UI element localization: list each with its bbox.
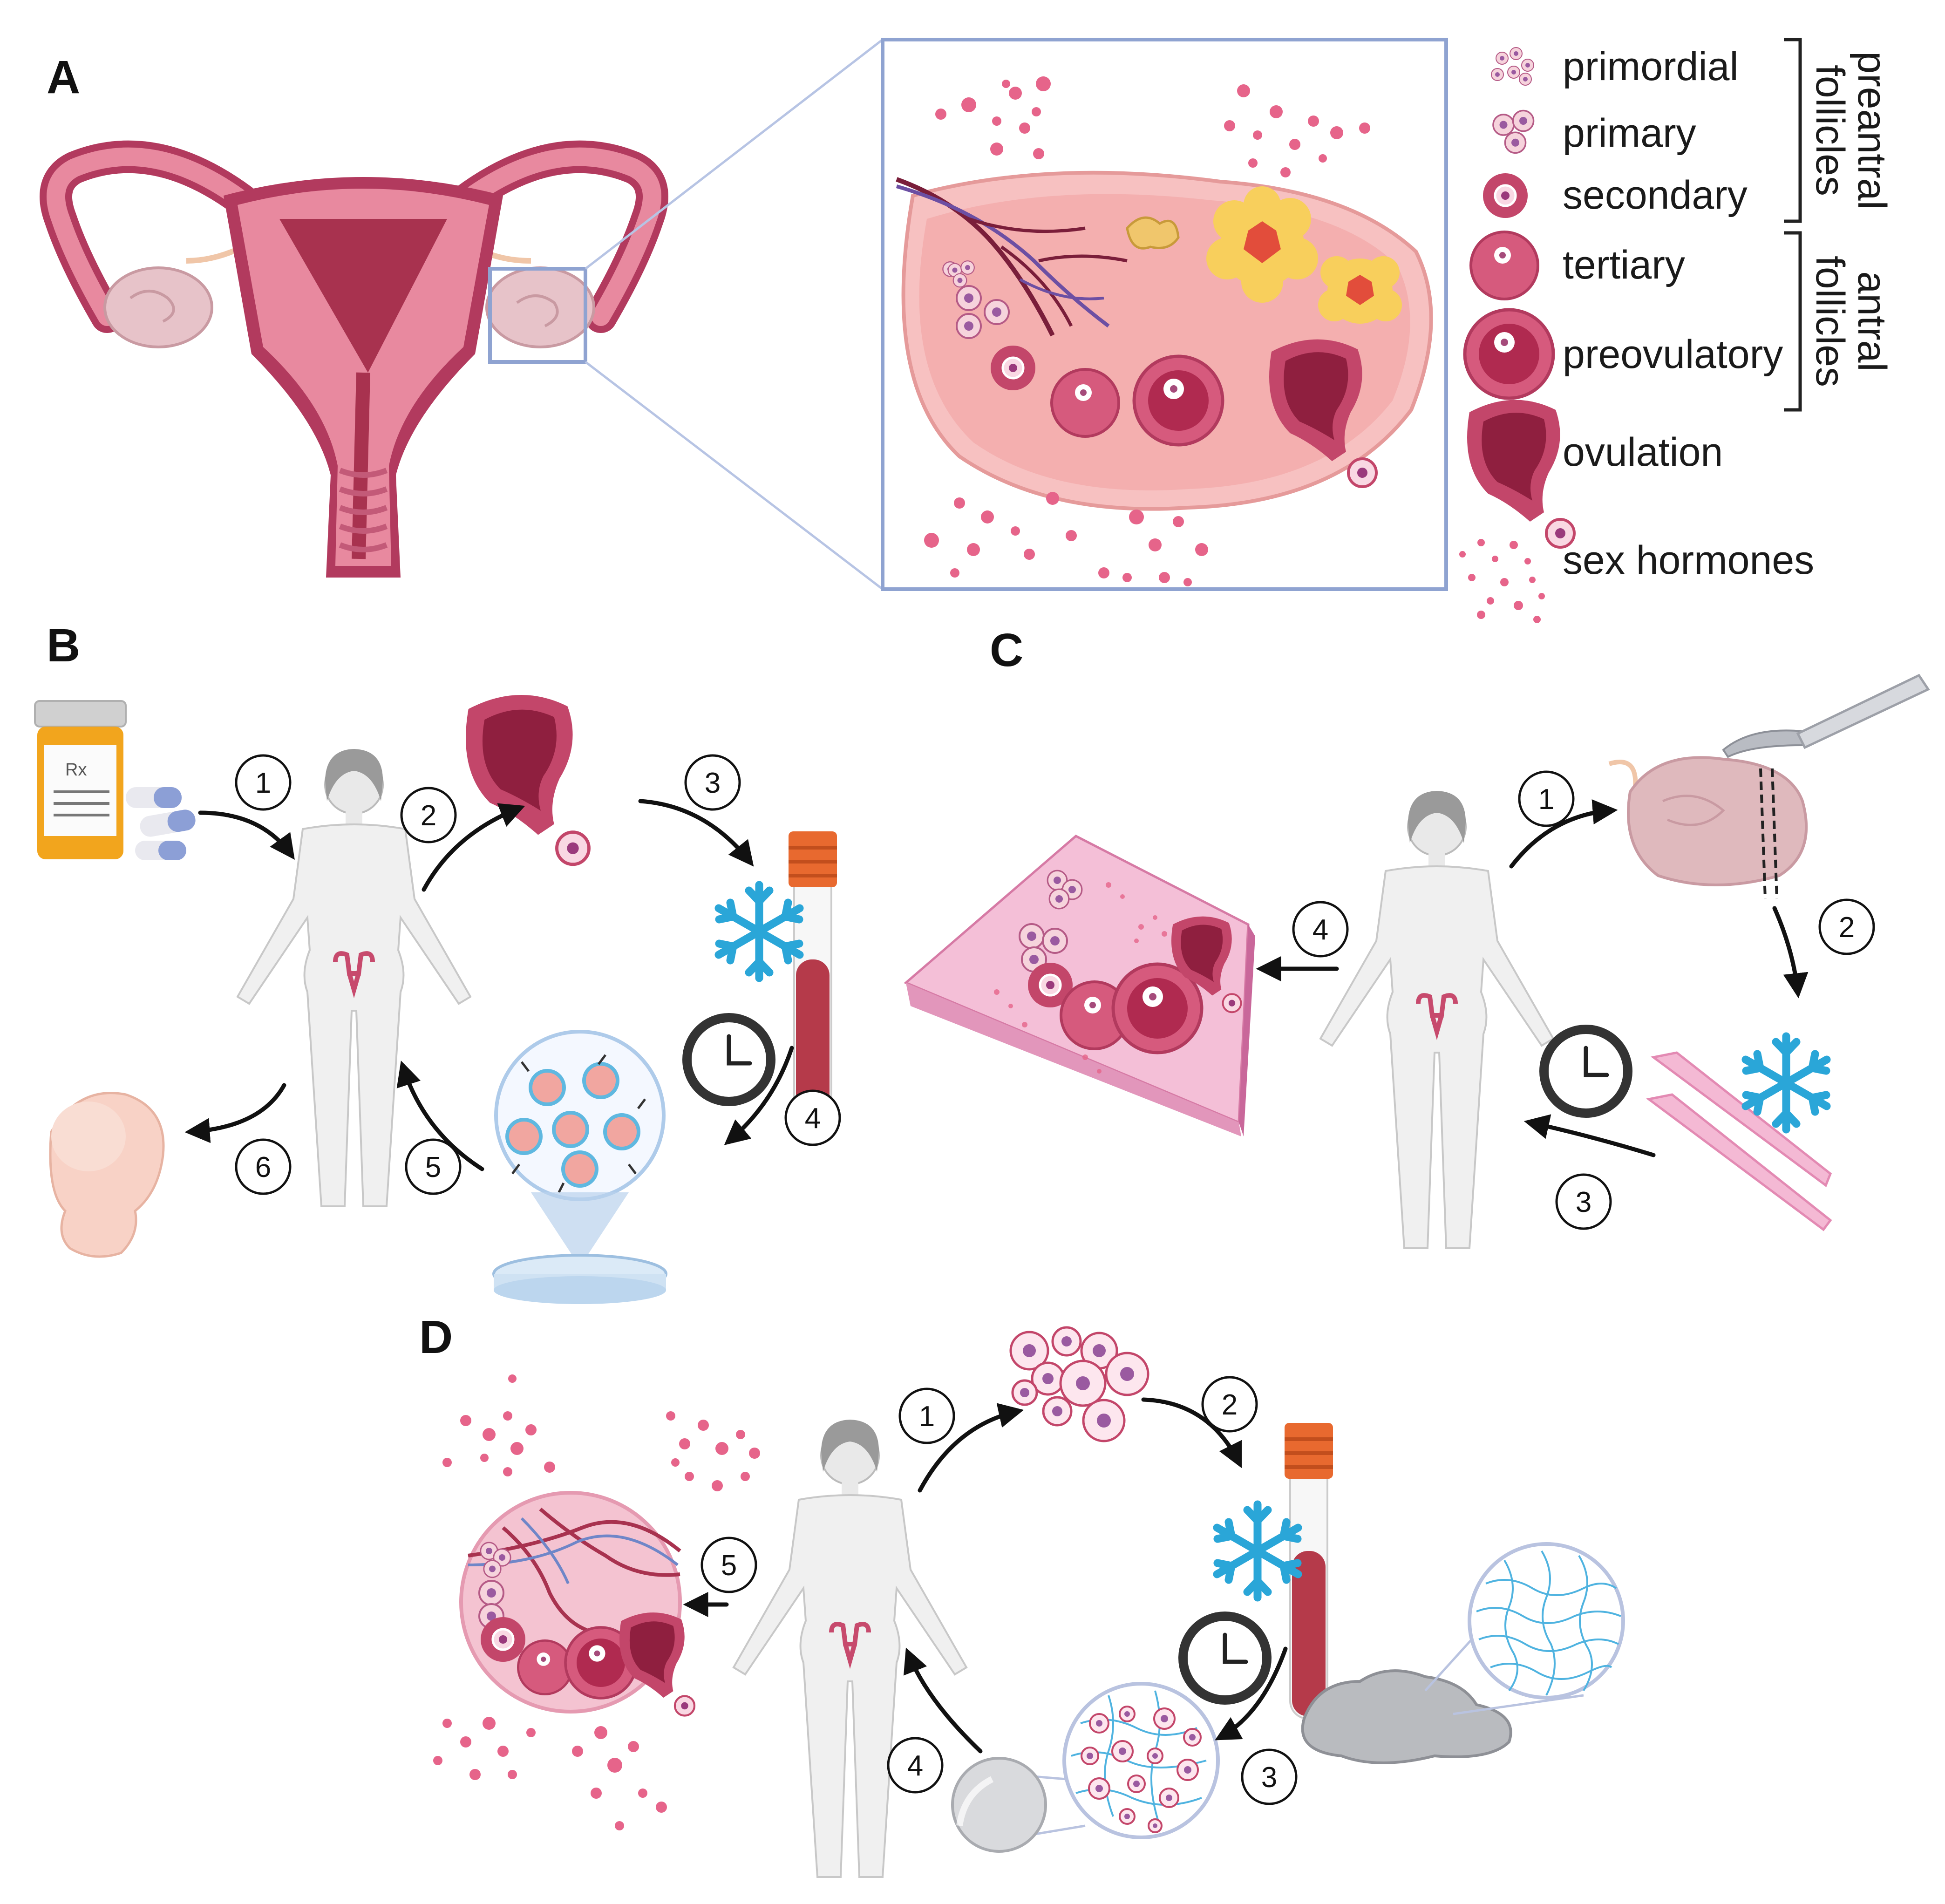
pill-bottle-icon: Rx — [34, 700, 127, 859]
zoom-source-box — [488, 267, 587, 364]
svg-text:2: 2 — [421, 800, 436, 832]
hormone-dots-d — [433, 1374, 760, 1830]
step-b-3: 3 — [684, 754, 741, 811]
snowflake-b — [719, 885, 800, 978]
step-d-3: 3 — [1241, 1748, 1298, 1805]
follicle-legend: primordial primary secondary tertiary pr… — [1459, 38, 1894, 623]
arrow-b-6 — [184, 1083, 286, 1143]
legend-secondary: secondary — [1563, 173, 1748, 218]
arrow-c-3 — [1523, 1114, 1656, 1157]
legend-icon-secondary — [1483, 173, 1528, 218]
ovary-cross-section — [896, 170, 1433, 511]
tube-b — [789, 831, 837, 1127]
group-label-antral: antralfollicles — [1808, 256, 1894, 387]
uterus-illustration — [40, 140, 668, 578]
step-b-4: 4 — [784, 1089, 841, 1146]
panel-label-a: A — [47, 51, 80, 103]
svg-text:3: 3 — [1261, 1761, 1277, 1794]
legend-tertiary: tertiary — [1563, 243, 1685, 287]
step-c-1: 1 — [1518, 770, 1575, 827]
arrow-b-5 — [396, 1061, 484, 1171]
woman-figure-d — [734, 1420, 966, 1877]
step-d-2: 2 — [1201, 1376, 1258, 1433]
panel-label-b: B — [47, 619, 80, 672]
artificial-ovary-sphere — [459, 1491, 694, 1716]
zoom-line-top — [585, 39, 884, 270]
legend-icon-sex-hormones — [1459, 539, 1545, 623]
arrow-c-2 — [1772, 906, 1809, 999]
svg-text:2: 2 — [1839, 911, 1855, 944]
step-c-2: 2 — [1818, 898, 1875, 955]
step-d-5: 5 — [700, 1537, 757, 1593]
legend-ovulation: ovulation — [1563, 430, 1723, 475]
arrow-d-4 — [903, 1647, 983, 1754]
svg-text:6: 6 — [255, 1151, 271, 1183]
legend-sex-hormones: sex hormones — [1563, 538, 1814, 583]
encapsulated-follicles-icon — [951, 1682, 1220, 1853]
step-b-6: 6 — [235, 1138, 292, 1195]
snowflake-c — [1746, 1036, 1827, 1129]
fetus-icon — [49, 1092, 165, 1258]
arrow-b-2 — [422, 803, 525, 892]
legend-icon-tertiary — [1471, 232, 1538, 299]
step-b-5: 5 — [405, 1138, 462, 1195]
step-markers: 1 2 3 4 5 6 1 2 3 4 1 2 3 4 5 — [235, 754, 1875, 1805]
svg-text:1: 1 — [255, 767, 271, 799]
ovulation-follicle-b — [466, 695, 589, 864]
legend-icon-preovulatory — [1465, 310, 1553, 398]
panel-label-c: C — [990, 624, 1023, 676]
step-d-1: 1 — [898, 1387, 955, 1444]
legend-preovulatory: preovulatory — [1563, 332, 1783, 377]
arrow-d-1 — [918, 1403, 1024, 1493]
clock-c — [1544, 1029, 1628, 1113]
svg-text:5: 5 — [425, 1151, 441, 1183]
legend-icon-ovulation — [1467, 400, 1574, 547]
legend-primary: primary — [1563, 111, 1696, 156]
arrow-c-1 — [1509, 799, 1618, 869]
ivf-dish-icon — [492, 1030, 667, 1304]
panel-label-d: D — [419, 1311, 453, 1363]
step-b-1: 1 — [235, 754, 292, 811]
pills-icon — [126, 787, 196, 860]
hormone-dots-zoom — [924, 76, 1370, 586]
arrow-b-1 — [198, 810, 295, 860]
svg-text:4: 4 — [805, 1102, 821, 1135]
group-label-preantral: preantralfollicles — [1808, 51, 1894, 209]
clock-d — [1183, 1616, 1267, 1700]
ovary-tissue-c — [1608, 756, 1808, 899]
step-d-4: 4 — [887, 1737, 944, 1794]
bottle-rx-label: Rx — [65, 760, 87, 780]
svg-text:1: 1 — [1538, 783, 1554, 816]
svg-text:1: 1 — [919, 1401, 935, 1433]
frozen-slices-c — [1646, 1051, 1832, 1231]
legend-icon-primordial — [1491, 47, 1534, 86]
step-c-4: 4 — [1292, 901, 1349, 958]
legend-primordial: primordial — [1563, 44, 1739, 89]
svg-text:4: 4 — [907, 1750, 923, 1782]
zoom-line-bottom — [585, 361, 884, 590]
isolated-follicles-d — [1009, 1326, 1149, 1442]
arrow-d-3 — [1215, 1646, 1288, 1741]
legend-icon-primary — [1492, 109, 1535, 154]
step-c-3: 3 — [1555, 1173, 1612, 1230]
hydrogel-blob-icon — [1301, 1542, 1625, 1764]
step-b-2: 2 — [400, 787, 457, 843]
arrow-b-4 — [724, 1046, 794, 1145]
bracket-preantral — [1784, 38, 1802, 223]
svg-text:4: 4 — [1313, 914, 1328, 946]
bracket-antral — [1784, 231, 1802, 412]
clock-b — [687, 1018, 771, 1102]
svg-text:3: 3 — [705, 767, 721, 799]
arrow-b-3 — [638, 799, 754, 867]
arrow-d-2 — [1141, 1397, 1242, 1469]
svg-text:2: 2 — [1222, 1389, 1238, 1421]
snowflake-d — [1217, 1504, 1298, 1598]
svg-text:3: 3 — [1576, 1186, 1591, 1218]
scalpel-icon — [1722, 673, 1930, 758]
tissue-slab-c — [904, 835, 1255, 1136]
svg-text:5: 5 — [721, 1550, 737, 1582]
